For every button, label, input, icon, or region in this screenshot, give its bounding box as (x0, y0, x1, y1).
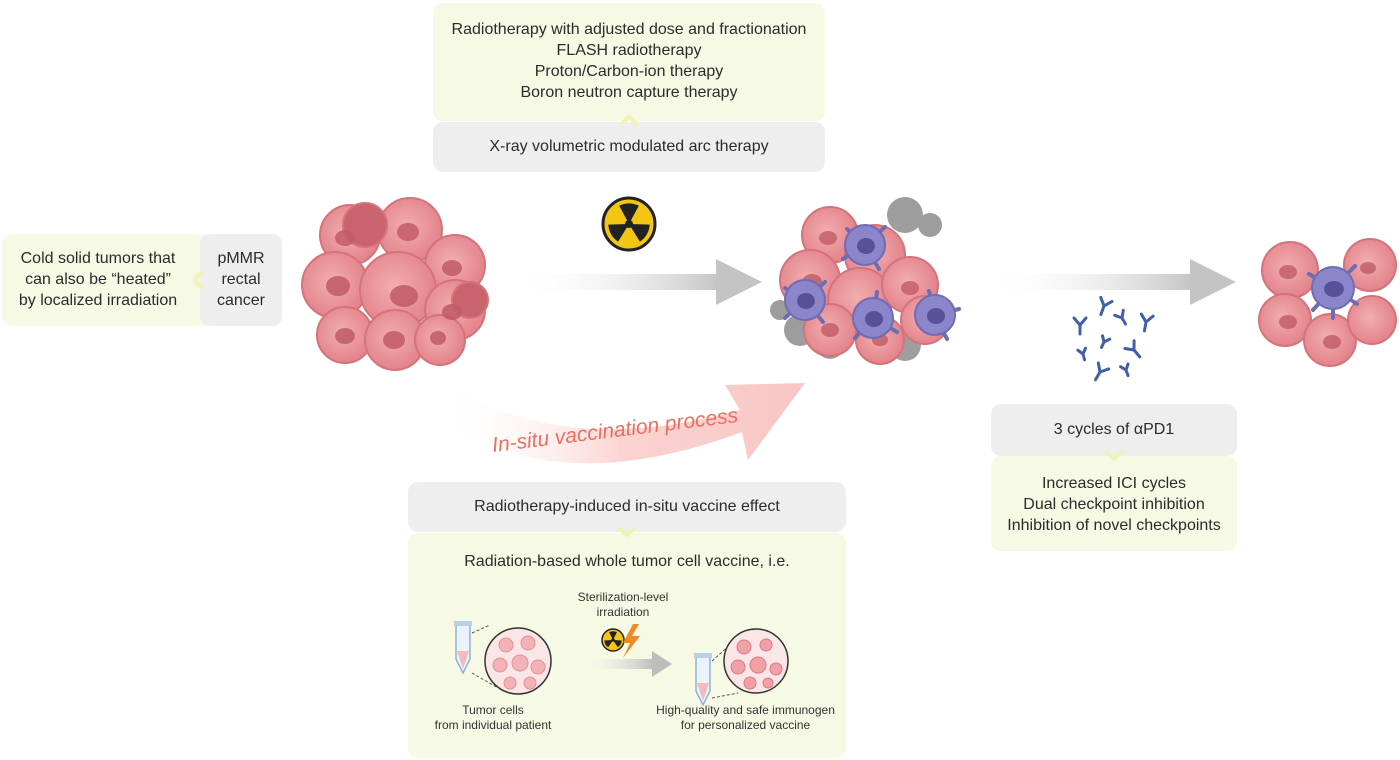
ici-option: Increased ICI cycles (1041, 475, 1187, 492)
chevron-down-icon (616, 525, 638, 537)
pmmr-line: cancer (216, 292, 266, 309)
vaccine-illustration (454, 621, 789, 707)
irradiation-label: Sterilization-level irradiation (558, 590, 688, 620)
irradiated-tumor-cluster (770, 197, 961, 365)
whole-tumor-vaccine-title: Radiation-based whole tumor cell vaccine… (464, 553, 790, 570)
cold-tumor-line: can also be “heated” (25, 271, 171, 288)
irradiation-line: Sterilization-level (577, 590, 669, 604)
untreated-tumor-cluster (301, 197, 489, 371)
ici-option: Dual checkpoint inhibition (1023, 496, 1205, 513)
treated-tumor-cluster (1258, 238, 1397, 367)
cold-tumor-line: by localized irradiation (18, 292, 178, 309)
immunogen-line: for personalized vaccine (680, 718, 811, 732)
in-situ-vaccine-box: Radiotherapy-induced in-situ vaccine eff… (408, 482, 846, 532)
immunogen-sample (723, 628, 789, 694)
whole-tumor-vaccine-box: Radiation-based whole tumor cell vaccine… (408, 533, 846, 758)
ici-option: Inhibition of novel checkpoints (1007, 517, 1221, 534)
therapy-option: Boron neutron capture therapy (520, 84, 738, 101)
pmmr-box: pMMR rectal cancer (200, 234, 282, 326)
radiation-icon (601, 628, 625, 652)
current-radiotherapy-box: X-ray volumetric modulated arc therapy (433, 122, 825, 172)
pmmr-line: rectal (221, 271, 261, 288)
antibody-icons (1072, 295, 1155, 382)
test-tube-icon (454, 621, 472, 675)
arrow-to-treated-tumor (988, 259, 1236, 305)
therapy-option: Radiotherapy with adjusted dose and frac… (451, 21, 807, 38)
ici-alternatives-box: Increased ICI cycles Dual checkpoint inh… (991, 456, 1237, 551)
chevron-down-icon (1103, 449, 1125, 461)
therapy-option: FLASH radiotherapy (556, 42, 702, 59)
arrow-to-irradiated-tumor (515, 259, 762, 305)
cold-tumor-line: Cold solid tumors that (20, 250, 176, 267)
lightning-icon (623, 624, 640, 658)
irradiation-line: irradiation (596, 605, 650, 619)
in-situ-vaccine-label: Radiotherapy-induced in-situ vaccine eff… (474, 498, 780, 515)
immunogen-label: High-quality and safe immunogen for pers… (643, 703, 848, 733)
advanced-radiotherapy-box: Radiotherapy with adjusted dose and frac… (433, 3, 825, 121)
cold-tumor-box: Cold solid tumors that can also be “heat… (2, 234, 212, 326)
therapy-option: Proton/Carbon-ion therapy (534, 63, 724, 80)
tumor-cells-line: Tumor cells (462, 703, 524, 717)
chevron-left-icon (193, 269, 205, 291)
immunogen-line: High-quality and safe immunogen (656, 703, 835, 717)
pmmr-line: pMMR (217, 250, 265, 267)
current-ici-label: 3 cycles of αPD1 (1053, 421, 1175, 438)
tumor-cells-line: from individual patient (434, 718, 552, 732)
current-ici-box: 3 cycles of αPD1 (991, 404, 1237, 456)
radiation-icon (601, 196, 657, 252)
in-situ-vaccination-arrow: In-situ vaccination process (440, 380, 805, 464)
test-tube-icon (694, 653, 712, 707)
tumor-cells-label: Tumor cells from individual patient (408, 703, 578, 733)
tumor-cells-sample (484, 627, 552, 695)
chevron-up-icon (618, 115, 640, 127)
current-radiotherapy-label: X-ray volumetric modulated arc therapy (489, 138, 769, 155)
